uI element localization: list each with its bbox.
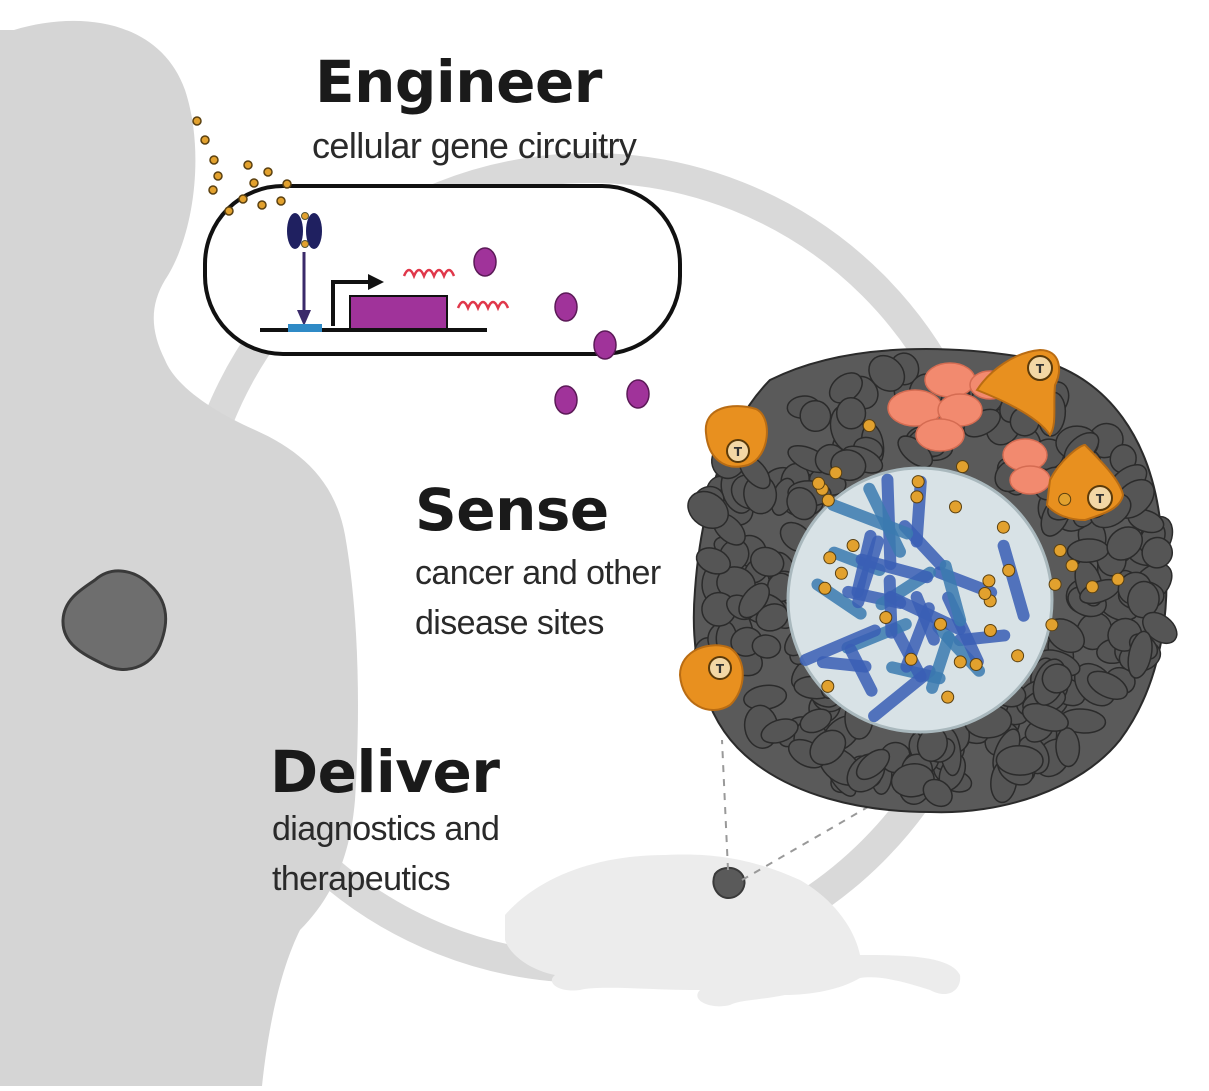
tumor-cell xyxy=(1021,702,1069,732)
payload-dot xyxy=(834,566,848,580)
tumor-cell xyxy=(995,744,1044,776)
payload-dot xyxy=(969,658,983,671)
payload-dot xyxy=(949,500,962,514)
payload-dot xyxy=(983,624,997,637)
promoter-arrow-icon xyxy=(331,280,370,326)
mrna-icon xyxy=(402,268,456,280)
payload-dot xyxy=(911,475,925,489)
receptor-icon xyxy=(287,212,322,249)
mouse-tumor-icon xyxy=(712,866,746,900)
bacterium-rod xyxy=(799,624,881,666)
payload-dot xyxy=(904,652,918,666)
sense-description: cancer and other disease sites xyxy=(415,554,661,642)
svg-text:T: T xyxy=(1096,492,1105,506)
payload-dot xyxy=(941,690,955,704)
tumor-cell xyxy=(786,486,818,521)
deliver-description: diagnostics and therapeutics xyxy=(272,810,500,898)
payload-dot xyxy=(978,587,992,600)
tumor-cell xyxy=(687,490,729,530)
released-proteins xyxy=(473,247,650,415)
human-silhouette-icon xyxy=(0,20,358,1087)
payload-dot xyxy=(829,466,843,480)
payload-dot xyxy=(910,490,924,504)
colonized-bacteria xyxy=(799,473,1030,723)
operator-site xyxy=(288,324,322,332)
tumor-cell xyxy=(809,729,847,766)
tumor-cell xyxy=(750,546,785,577)
tumor-site-icon xyxy=(61,569,168,671)
tumor-cell xyxy=(1041,663,1073,694)
tumor-cell xyxy=(1141,536,1174,569)
t-cell-icon: T xyxy=(704,405,768,468)
tumor-cell xyxy=(922,778,953,808)
payload-dot xyxy=(1111,572,1125,586)
payload-dot xyxy=(862,419,876,433)
tumor-cell xyxy=(835,397,867,430)
mouse-silhouette-icon xyxy=(505,739,961,1007)
bacterium-rod xyxy=(868,665,936,723)
bacterium-rod xyxy=(939,559,967,627)
t-cells: T T T T xyxy=(678,348,1125,711)
bacterium-rod xyxy=(997,539,1030,622)
tumor-cell xyxy=(855,748,891,781)
tumor-cell xyxy=(868,354,906,392)
tumor-cell xyxy=(695,547,731,575)
payload-dot xyxy=(1045,618,1059,632)
tumor-cross-section-icon: T T T T xyxy=(678,348,1178,814)
tumor-cell xyxy=(760,718,799,744)
payload-dot xyxy=(1085,580,1099,594)
payload-dot xyxy=(1048,577,1062,591)
tumor-cell xyxy=(1127,630,1153,679)
svg-text:T: T xyxy=(716,662,725,676)
engineer-heading: Engineer xyxy=(315,48,602,116)
bacterium-rod xyxy=(926,631,955,694)
payload-dot xyxy=(1065,559,1079,572)
tumor-cell xyxy=(1126,580,1160,619)
deliver-heading: Deliver xyxy=(270,738,500,806)
bacterium-rod xyxy=(826,498,914,540)
inducer-molecules xyxy=(192,116,292,216)
gene-box xyxy=(349,295,448,330)
bacterium-rod xyxy=(883,574,898,639)
tumor-cell xyxy=(1142,611,1178,645)
bacterium-rod xyxy=(910,591,940,646)
sense-heading: Sense xyxy=(415,476,609,544)
engineered-bacterium-icon xyxy=(192,116,682,415)
bacterium-rod xyxy=(844,643,878,697)
payload-dot xyxy=(846,539,860,552)
tumor-cell xyxy=(738,582,770,619)
bacterium-rod xyxy=(852,535,884,609)
payload-dot xyxy=(1002,563,1016,577)
payload-dot xyxy=(982,574,996,588)
payload-dot xyxy=(1011,649,1025,663)
payload-dot xyxy=(823,551,837,565)
payload-dot xyxy=(953,655,967,669)
payload-dot xyxy=(821,679,835,693)
t-cell-icon: T xyxy=(678,644,744,711)
tumor-cell xyxy=(799,399,832,433)
svg-text:T: T xyxy=(1036,362,1045,376)
t-cell-icon: T xyxy=(975,348,1061,437)
payload-dot xyxy=(956,460,969,474)
mrna-icon xyxy=(456,300,510,312)
payload-dot xyxy=(879,611,893,624)
svg-text:T: T xyxy=(734,445,743,459)
tumor-cell xyxy=(751,634,782,659)
pink-cells xyxy=(887,362,1051,495)
payload-dot xyxy=(818,581,832,595)
payload-dot xyxy=(1053,544,1067,557)
tumor-cell xyxy=(1086,670,1129,701)
payload-dot xyxy=(821,493,835,507)
tumor-cell xyxy=(799,708,833,734)
tumor-cell xyxy=(1106,526,1143,561)
payload-dots xyxy=(812,419,1125,704)
payload-dot xyxy=(996,520,1010,534)
payload-dot xyxy=(1058,492,1072,506)
payload-dot xyxy=(812,476,825,490)
payload-dot xyxy=(934,617,947,631)
engineer-description: cellular gene circuitry xyxy=(312,125,637,166)
